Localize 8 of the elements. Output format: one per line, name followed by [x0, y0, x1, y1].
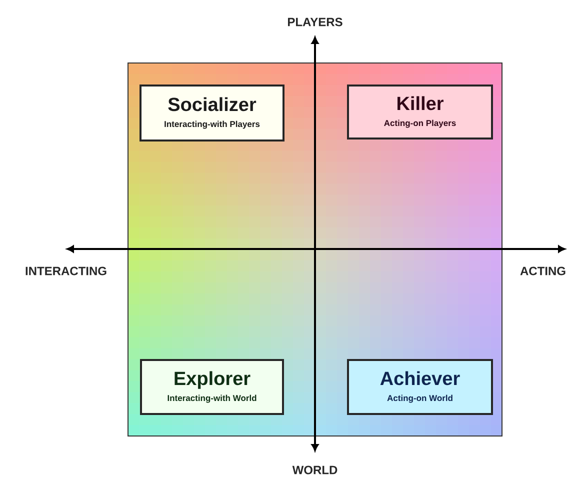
axis-label: WORLD [292, 466, 338, 474]
axis-label: INTERACTING [26, 266, 106, 276]
axis-label: ACTING [520, 266, 566, 276]
quadrant-box: Achiever Acting-on World [347, 358, 493, 415]
quadrant-box: Killer Acting-on Players [347, 84, 493, 140]
quadrant-box: Explorer Interacting-with World [140, 358, 284, 415]
axis-label: PLAYERS [288, 18, 342, 26]
quadrant-box: Socializer Interacting-with Players [140, 84, 284, 142]
